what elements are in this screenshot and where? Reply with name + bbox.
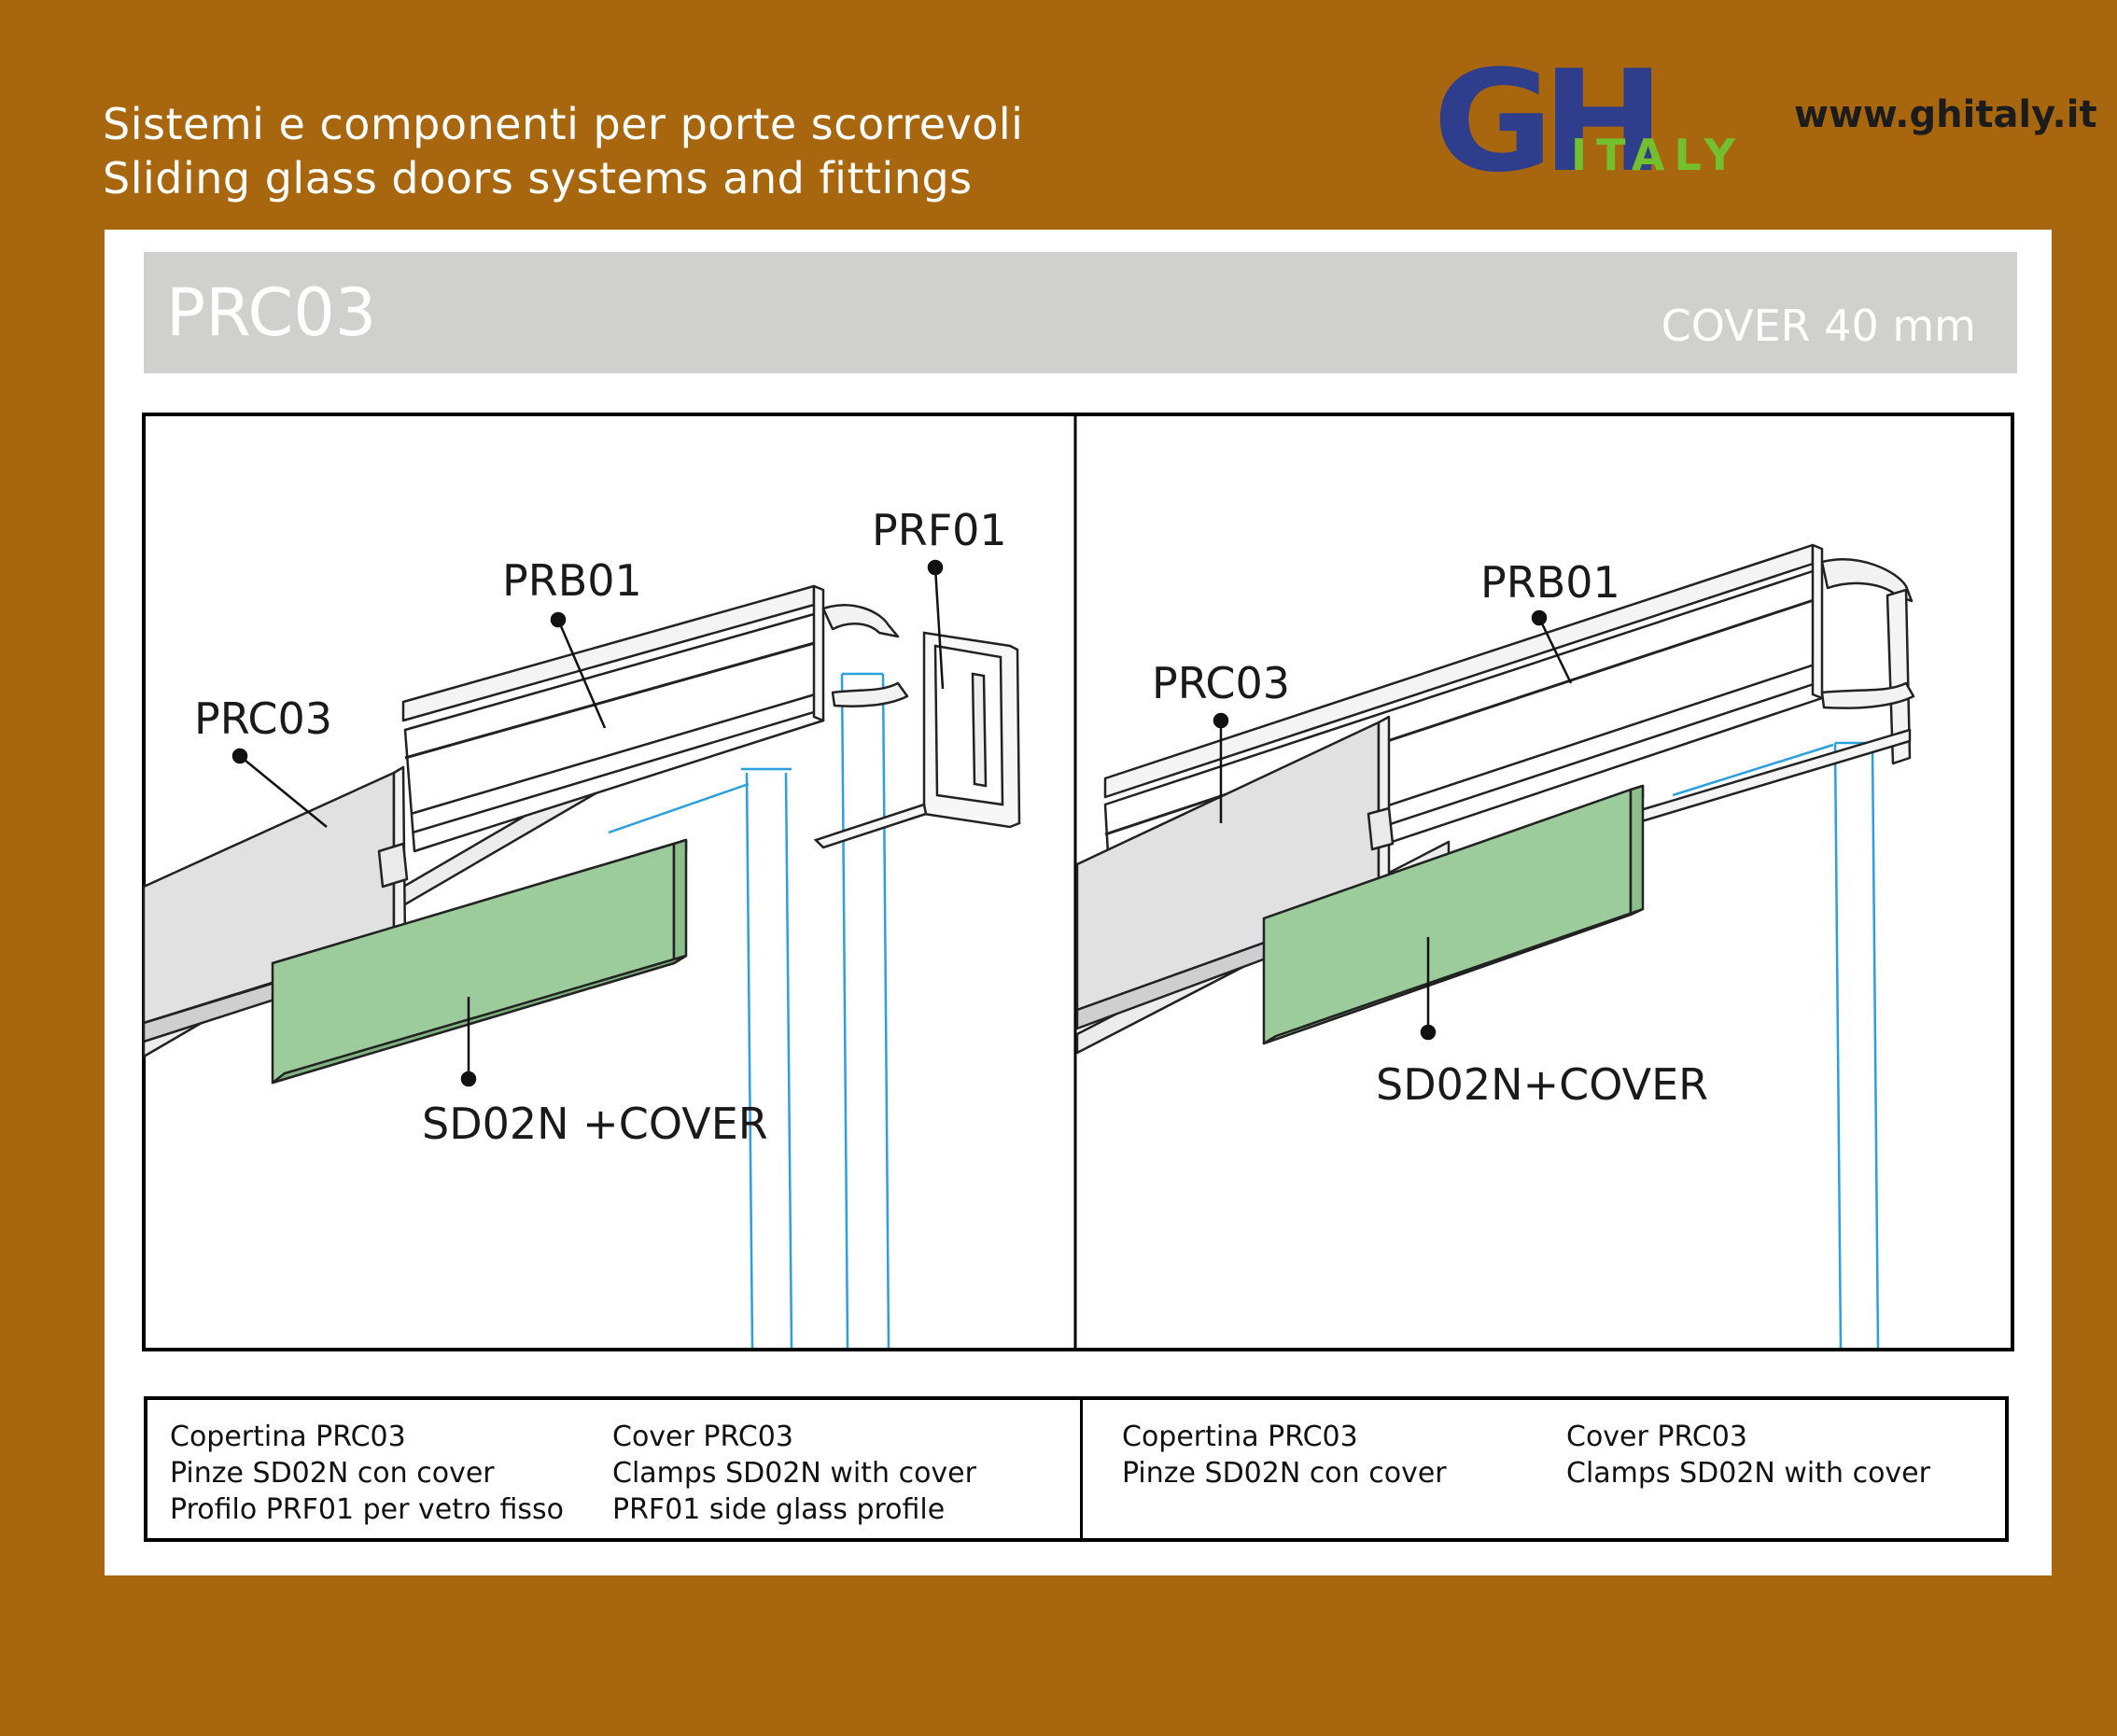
right-sliding-glass bbox=[1672, 741, 1880, 1349]
tagline: Sistemi e componenti per porte scorrevol… bbox=[103, 97, 1023, 205]
cover-size-title: COVER 40 mm bbox=[1661, 301, 1976, 351]
caption-line: Pinze SD02N con cover bbox=[170, 1457, 495, 1490]
caption-line: Clamps SD02N with cover bbox=[612, 1457, 976, 1490]
caption-line: Cover PRC03 bbox=[1566, 1421, 1747, 1453]
left-profile-prf01 bbox=[813, 631, 1021, 849]
caption-right-italian: Copertina PRC03 Pinze SD02N con cover bbox=[1122, 1419, 1447, 1491]
tagline-english: Sliding glass doors systems and fittings bbox=[103, 153, 973, 203]
left-callouts bbox=[231, 559, 945, 1087]
caption-left-english: Cover PRC03 Clamps SD02N with cover PRF0… bbox=[612, 1419, 976, 1528]
logo-italy-text: ITALY bbox=[1571, 130, 1745, 180]
captions-divider bbox=[1080, 1400, 1083, 1538]
captions-box: Copertina PRC03 Pinze SD02N con cover Pr… bbox=[144, 1396, 2009, 1542]
right-label-prb01: PRB01 bbox=[1480, 557, 1620, 608]
caption-right-english: Cover PRC03 Clamps SD02N with cover bbox=[1566, 1419, 1930, 1491]
caption-line: Cover PRC03 bbox=[612, 1421, 793, 1453]
caption-line: Profilo PRF01 per vetro fisso bbox=[170, 1493, 565, 1526]
caption-line: Clamps SD02N with cover bbox=[1566, 1457, 1930, 1490]
diagram-canvas: PRC03 PRB01 PRF01 SD02N +COVER bbox=[142, 413, 2014, 1351]
caption-line: Copertina PRC03 bbox=[170, 1421, 406, 1453]
left-label-prc03: PRC03 bbox=[194, 693, 332, 744]
right-label-prc03: PRC03 bbox=[1152, 658, 1290, 708]
right-clamp-sd02n bbox=[1262, 784, 1645, 1045]
gh-italy-logo: GH ITALY bbox=[1433, 60, 1745, 181]
product-code-title: PRC03 bbox=[166, 274, 377, 351]
left-label-sd02n: SD02N +COVER bbox=[422, 1099, 768, 1149]
left-sliding-glass bbox=[608, 767, 793, 1349]
title-bar: PRC03 COVER 40 mm bbox=[144, 252, 2017, 373]
right-label-sd02n: SD02N+COVER bbox=[1376, 1059, 1708, 1110]
caption-left-italian: Copertina PRC03 Pinze SD02N con cover Pr… bbox=[170, 1419, 564, 1528]
product-sheet: PRC03 COVER 40 mm bbox=[105, 230, 2052, 1575]
left-label-prb01: PRB01 bbox=[502, 555, 642, 606]
caption-line: Copertina PRC03 bbox=[1122, 1421, 1358, 1453]
diagram-frame: PRC03 PRB01 PRF01 SD02N +COVER bbox=[142, 413, 2014, 1351]
website-link[interactable]: www.ghitaly.it bbox=[1794, 93, 2097, 136]
tagline-italian: Sistemi e componenti per porte scorrevol… bbox=[103, 99, 1024, 149]
left-diagram: PRC03 PRB01 PRF01 SD02N +COVER bbox=[142, 505, 1021, 1349]
left-label-prf01: PRF01 bbox=[872, 505, 1007, 555]
caption-line: PRF01 side glass profile bbox=[612, 1493, 946, 1526]
left-clamp-sd02n bbox=[271, 838, 688, 1085]
logo-gh-text: GH bbox=[1433, 60, 1653, 181]
right-diagram: PRC03 PRB01 SD02N+COVER bbox=[1075, 543, 1915, 1349]
caption-line: Pinze SD02N con cover bbox=[1122, 1457, 1447, 1490]
right-callouts bbox=[1213, 609, 1573, 1041]
left-fixed-glass bbox=[840, 672, 890, 1349]
